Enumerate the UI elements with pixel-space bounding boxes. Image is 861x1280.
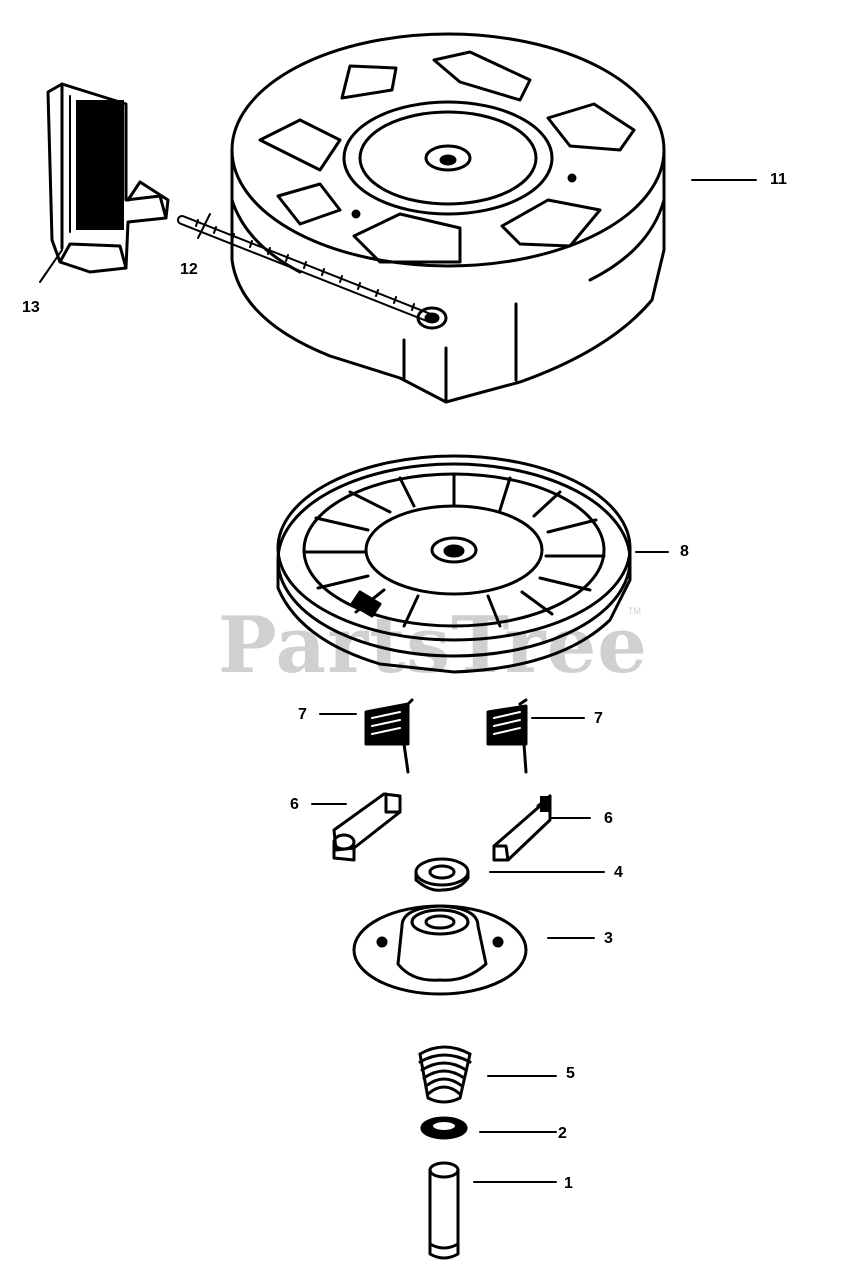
small-washer-drawing bbox=[420, 1116, 468, 1140]
leader-lines bbox=[39, 179, 757, 1183]
pawl-left-drawing bbox=[332, 792, 402, 862]
callout-7-right: 7 bbox=[594, 710, 603, 727]
callout-8: 8 bbox=[680, 543, 689, 560]
callout-6-left: 6 bbox=[290, 796, 299, 813]
callout-2: 2 bbox=[558, 1125, 567, 1142]
callout-12: 12 bbox=[180, 261, 198, 278]
retainer-drawing bbox=[352, 904, 528, 996]
callout-7-left: 7 bbox=[298, 706, 307, 723]
callout-3: 3 bbox=[604, 930, 613, 947]
pawl-spring-right-drawing bbox=[486, 698, 528, 774]
callout-6-right: 6 bbox=[604, 810, 613, 827]
starter-rope-drawing bbox=[177, 215, 435, 323]
washer-drawing bbox=[414, 857, 470, 892]
starter-handle-drawing bbox=[46, 82, 170, 274]
pin-drawing bbox=[428, 1161, 460, 1260]
pawl-right-drawing bbox=[492, 794, 552, 862]
watermark-trademark: TM bbox=[628, 606, 641, 616]
callout-5: 5 bbox=[566, 1065, 575, 1082]
recoil-housing-drawing bbox=[230, 32, 666, 404]
callout-1: 1 bbox=[564, 1175, 573, 1192]
brake-spring-drawing bbox=[418, 1045, 472, 1104]
pawl-spring-left-drawing bbox=[364, 698, 414, 774]
callout-11: 11 bbox=[770, 171, 787, 188]
callout-4: 4 bbox=[614, 864, 623, 881]
callout-13: 13 bbox=[22, 299, 40, 316]
pulley-drawing bbox=[276, 454, 632, 674]
